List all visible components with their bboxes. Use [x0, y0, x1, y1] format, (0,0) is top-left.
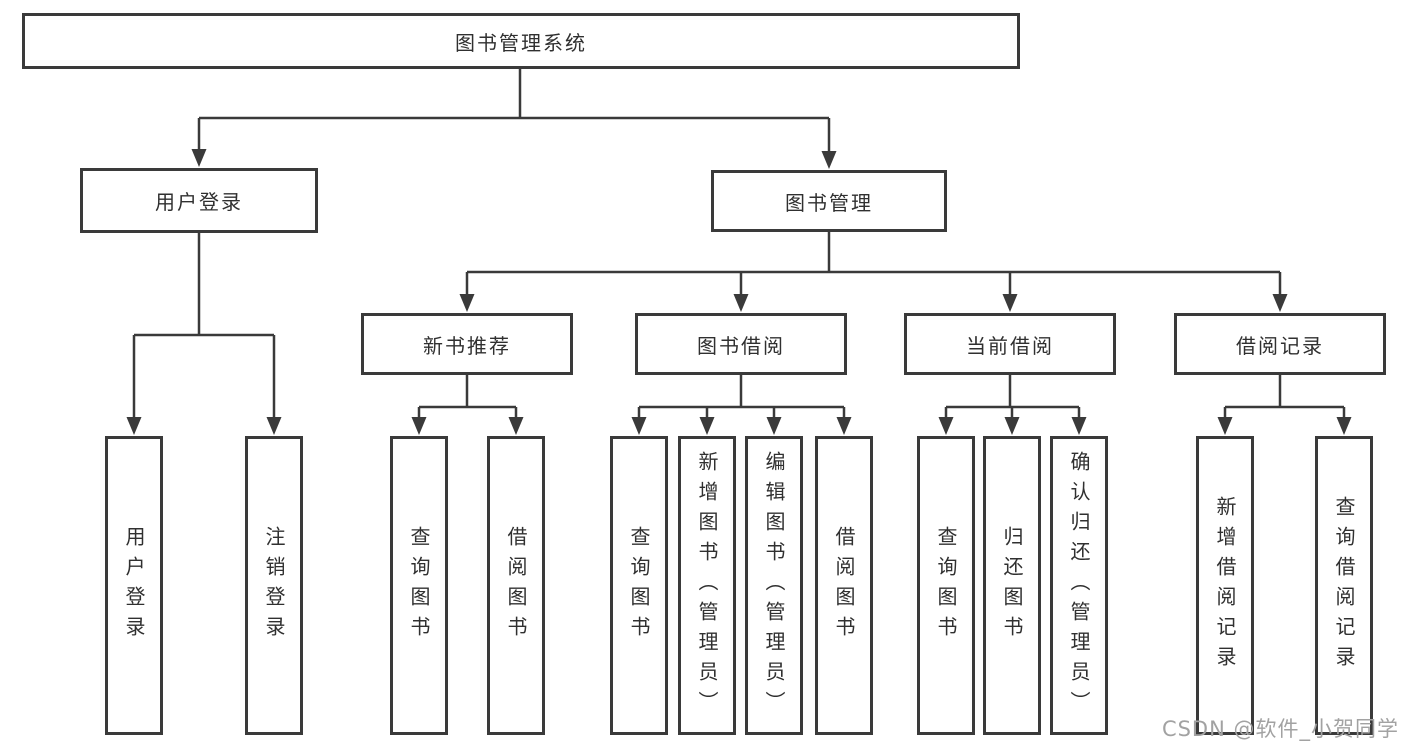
- node-user-login: 用户登录: [80, 168, 318, 233]
- leaf-query-borrow-record: 查询借阅记录: [1315, 436, 1373, 735]
- leaf-label: 注销登录: [262, 525, 286, 646]
- node-library-management-system: 图书管理系统: [22, 13, 1020, 69]
- leaf-logout: 注销登录: [245, 436, 303, 735]
- leaf-label: 借阅图书: [504, 525, 528, 646]
- leaf-edit-books-admin: 编辑图书（管理员）: [745, 436, 803, 735]
- leaf-label: 新增图书（管理员）: [695, 450, 719, 721]
- node-book-management: 图书管理: [711, 170, 947, 232]
- leaf-label: 借阅图书: [832, 525, 856, 646]
- leaf-borrow-books: 借阅图书: [815, 436, 873, 735]
- leaf-label: 查询借阅记录: [1332, 495, 1356, 676]
- leaf-query-books: 查询图书: [610, 436, 668, 735]
- leaf-user-login: 用户登录: [105, 436, 163, 735]
- node-new-book-recommendation: 新书推荐: [361, 313, 573, 375]
- leaf-label: 编辑图书（管理员）: [762, 450, 786, 721]
- leaf-label: 归还图书: [1000, 525, 1024, 646]
- leaf-borrow-books: 借阅图书: [487, 436, 545, 735]
- leaf-label: 用户登录: [122, 525, 146, 646]
- node-borrowing-records: 借阅记录: [1174, 313, 1386, 375]
- leaf-confirm-return-admin: 确认归还（管理员）: [1050, 436, 1108, 735]
- leaf-add-books-admin: 新增图书（管理员）: [678, 436, 736, 735]
- leaf-label: 查询图书: [934, 525, 958, 646]
- leaf-return-books: 归还图书: [983, 436, 1041, 735]
- leaf-query-books: 查询图书: [390, 436, 448, 735]
- node-book-borrowing: 图书借阅: [635, 313, 847, 375]
- leaf-add-borrow-record: 新增借阅记录: [1196, 436, 1254, 735]
- leaf-label: 查询图书: [407, 525, 431, 646]
- leaf-query-books: 查询图书: [917, 436, 975, 735]
- leaf-label: 查询图书: [627, 525, 651, 646]
- csdn-watermark: CSDN @软件_小贺同学: [1161, 717, 1399, 741]
- leaf-label: 新增借阅记录: [1213, 495, 1237, 676]
- node-current-borrowing: 当前借阅: [904, 313, 1116, 375]
- leaf-label: 确认归还（管理员）: [1067, 450, 1091, 721]
